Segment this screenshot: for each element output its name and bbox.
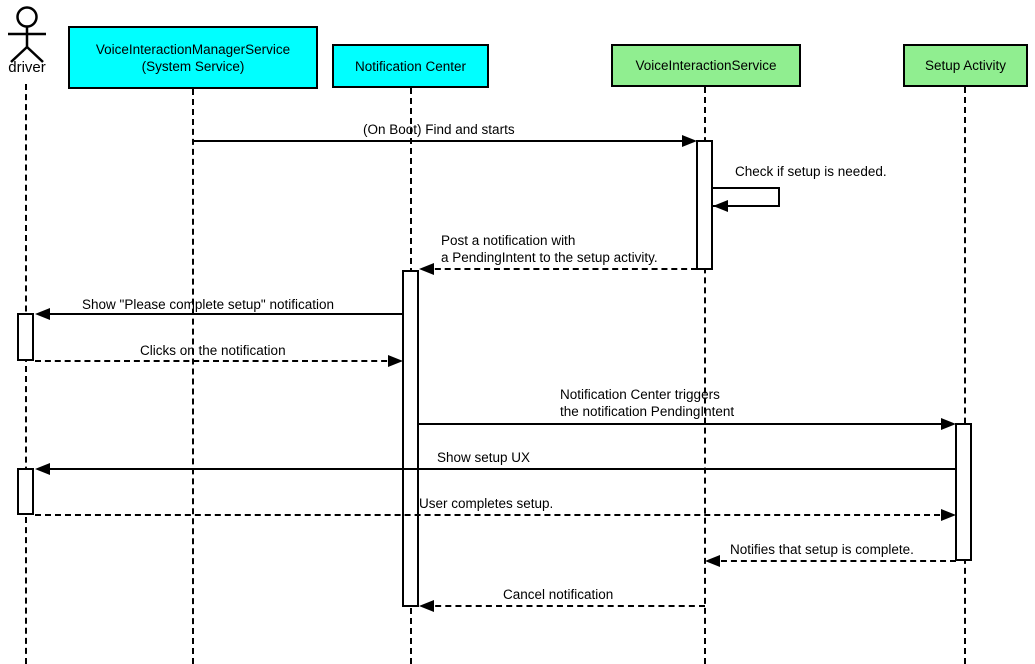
stick-figure-icon: [8, 6, 46, 63]
message-line: [425, 268, 697, 270]
message-line: [35, 514, 950, 516]
activation-setup-activity: [955, 423, 972, 561]
message-line: [419, 423, 950, 425]
message-label: (On Boot) Find and starts: [363, 122, 515, 137]
participant-label: Notification Center: [354, 58, 467, 74]
participant-label: Setup Activity: [924, 58, 1007, 73]
participant-label: VoiceInteractionManagerService (System S…: [95, 41, 291, 74]
message-line: [41, 468, 956, 470]
lifeline-driver: [25, 84, 27, 664]
arrowhead-right-icon: [941, 418, 956, 430]
arrowhead-right-icon: [388, 355, 403, 367]
self-message-top-line: [713, 187, 780, 189]
message-line: [193, 140, 688, 142]
activation-driver-1: [17, 313, 34, 361]
message-label: Check if setup is needed.: [735, 164, 887, 179]
message-label: Cancel notification: [503, 587, 614, 602]
participant-setup-activity: Setup Activity: [903, 44, 1028, 87]
participant-voice-interaction-service: VoiceInteractionService: [611, 44, 801, 87]
arrowhead-left-icon: [35, 463, 50, 475]
arrowhead-left-icon: [419, 600, 434, 612]
message-label: Post a notification with a PendingIntent…: [441, 233, 658, 265]
participant-notification-center: Notification Center: [332, 44, 489, 88]
message-line: [711, 560, 956, 562]
activation-driver-2: [17, 468, 34, 515]
activation-notification-center: [402, 270, 419, 607]
lifeline-voice-interaction-service: [704, 87, 706, 664]
message-label: Show "Please complete setup" notificatio…: [82, 297, 334, 312]
self-message-bottom-line: [713, 205, 780, 207]
participant-label: VoiceInteractionService: [635, 58, 777, 73]
self-message-right-line: [778, 187, 780, 207]
arrowhead-right-icon: [941, 509, 956, 521]
actor-driver-label: driver: [8, 59, 46, 76]
message-line: [35, 360, 397, 362]
participant-voice-interaction-manager-service: VoiceInteractionManagerService (System S…: [68, 26, 318, 89]
activation-voice-interaction-service: [696, 140, 713, 270]
message-label: Show setup UX: [437, 450, 531, 465]
message-line: [41, 313, 403, 315]
message-label: Clicks on the notification: [140, 343, 286, 358]
arrowhead-left-icon: [35, 308, 50, 320]
arrowhead-left-icon: [705, 555, 720, 567]
message-label: Notifies that setup is complete.: [730, 542, 914, 557]
arrowhead-left-icon: [713, 200, 728, 212]
arrowhead-left-icon: [419, 263, 434, 275]
message-label: Notification Center triggers the notific…: [560, 387, 735, 419]
message-line: [425, 605, 705, 607]
message-label: User completes setup.: [419, 496, 554, 511]
arrowhead-right-icon: [682, 135, 697, 147]
lifeline-voice-interaction-manager-service: [192, 89, 194, 664]
lifeline-setup-activity: [964, 87, 966, 664]
